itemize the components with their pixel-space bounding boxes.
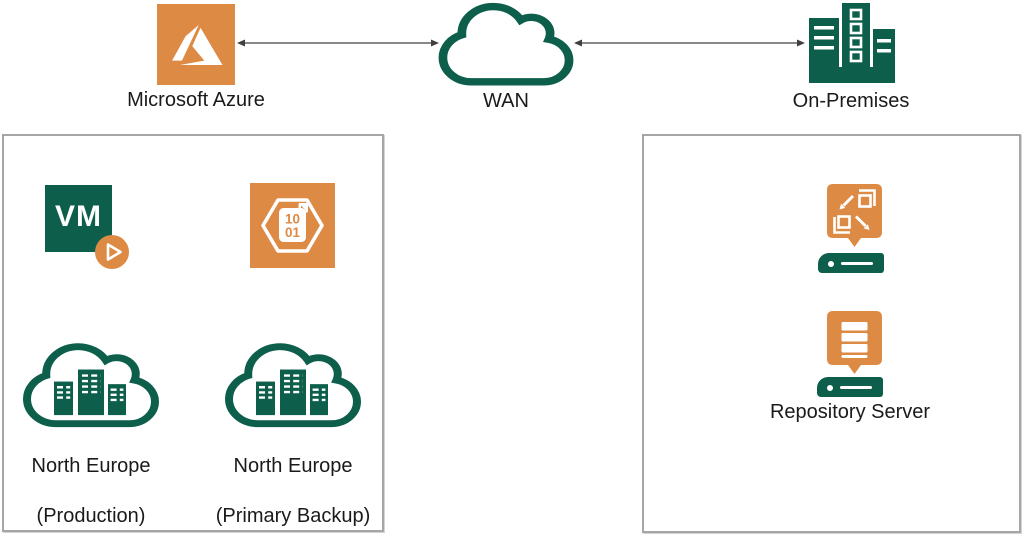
buildings-icon <box>809 3 895 83</box>
backup-data-hexagon-icon: 10 01 <box>250 183 335 268</box>
vm-label: VM <box>55 199 102 233</box>
proxy-server-bar <box>818 253 884 273</box>
server-led-icon <box>828 261 834 267</box>
wan-label: WAN <box>483 90 529 112</box>
binary-line1: 10 <box>285 212 300 227</box>
play-icon <box>95 235 129 269</box>
production-cloud-label-line1: North Europe <box>31 455 151 477</box>
repository-icon <box>827 311 882 374</box>
backup-cloud-icon <box>224 343 362 428</box>
server-slot <box>840 386 872 389</box>
proxy-appliance-icon <box>827 184 882 247</box>
production-cloud-icon <box>22 343 160 428</box>
production-cloud-label-line2: (Production) <box>36 505 146 527</box>
on-premises-label: On-Premises <box>792 90 910 112</box>
production-cloud-label: North Europe (Production) <box>0 429 182 529</box>
wan-cloud-icon <box>438 2 574 86</box>
repository-server-label: Repository Server <box>769 401 931 423</box>
azure-label: Microsoft Azure <box>127 89 265 111</box>
backup-cloud-label: North Europe (Primary Backup) <box>188 429 398 529</box>
backup-cloud-label-line1: North Europe <box>233 455 353 477</box>
azure-a-glyph <box>172 24 223 65</box>
binary-line2: 01 <box>285 225 301 240</box>
azure-logo-icon <box>157 4 235 85</box>
repository-server-bar <box>817 377 883 397</box>
server-slot <box>841 262 873 265</box>
server-led-icon <box>827 385 833 391</box>
backup-cloud-label-line2: (Primary Backup) <box>215 505 371 527</box>
